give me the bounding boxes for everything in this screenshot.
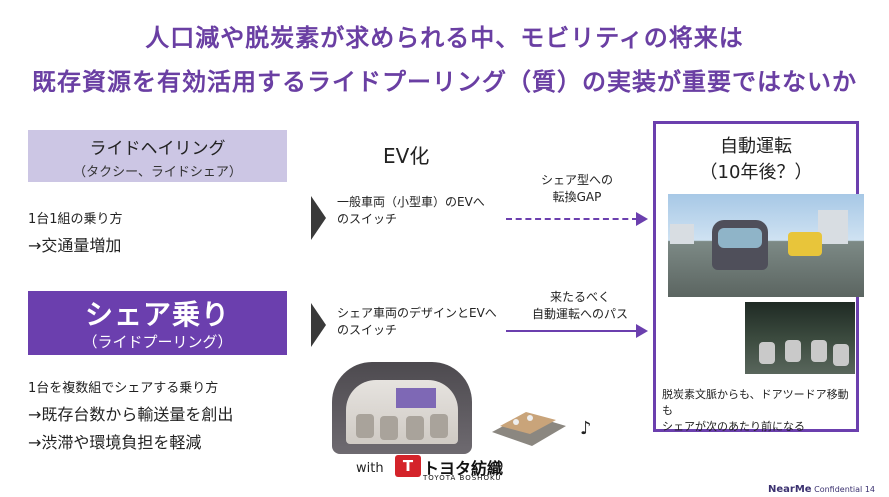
autonomous-caption-line-2: シェアが次のあたり前になる bbox=[662, 420, 805, 433]
share-ev-line-1: シェア車両のデザインとEVへ bbox=[337, 306, 497, 320]
ev-switch-text: 一般車両（小型車）のEVへ のスイッチ bbox=[337, 194, 485, 228]
gap-label-line-2: 転換GAP bbox=[552, 190, 602, 204]
partner-name: トヨタ紡織 bbox=[423, 459, 504, 478]
footer-confidential: Confidential bbox=[814, 485, 863, 494]
autonomous-caption-line-1: 脱炭素文脈からも、ドアツードア移動も bbox=[662, 388, 849, 417]
shared-van-interior-image bbox=[332, 362, 472, 454]
page-number: 14 bbox=[864, 485, 875, 494]
ride-hailing-label: ライドヘイリング bbox=[89, 139, 226, 159]
ev-heading: EV化 bbox=[383, 144, 430, 168]
autonomous-subtitle: （10年後？） bbox=[699, 162, 813, 183]
ride-hailing-effect: →交通量増加 bbox=[28, 236, 122, 255]
footer: NearMe Confidential 14 bbox=[768, 484, 875, 495]
title-line-2: 既存資源を有効活用するライドプーリング（質）の実装が重要ではないか bbox=[32, 68, 857, 96]
path-label-line-1: 来たるべく bbox=[549, 290, 610, 304]
autonomous-caption: 脱炭素文脈からも、ドアツードア移動も シェアが次のあたり前になる bbox=[662, 387, 856, 435]
partner-sub: TOYOTA BOSHOKU bbox=[423, 474, 502, 482]
chevron-right-icon bbox=[311, 196, 326, 240]
solid-arrow bbox=[506, 330, 638, 332]
ev-switch-line-1: 一般車両（小型車）のEVへ bbox=[337, 195, 485, 209]
ride-pooling-label: シェア乗り bbox=[84, 298, 230, 331]
autonomous-title: 自動運転 bbox=[720, 136, 792, 157]
path-label-line-2: 自動運転へのパス bbox=[531, 307, 628, 321]
ride-pooling-sub: （ライドプーリング） bbox=[82, 333, 233, 351]
ride-pooling-note: 1台を複数組でシェアする乗り方 bbox=[28, 381, 219, 396]
with-label: with bbox=[356, 461, 384, 476]
arrow-head-icon bbox=[636, 212, 648, 226]
ride-pooling-effect-1: →既存台数から輸送量を創出 bbox=[28, 405, 234, 424]
autonomous-vehicle-photo bbox=[668, 194, 864, 297]
ev-switch-line-2: のスイッチ bbox=[337, 212, 398, 226]
toyota-boshoku-logo: T bbox=[395, 455, 421, 477]
dashed-arrow bbox=[506, 218, 638, 220]
vehicle-interior-photo bbox=[745, 302, 855, 374]
path-label: 来たるべく 自動運転へのパス bbox=[520, 289, 640, 323]
footer-brand: NearMe bbox=[767, 484, 812, 495]
share-ev-line-2: のスイッチ bbox=[337, 323, 398, 337]
ride-hailing-sub: （タクシー、ライドシェア） bbox=[73, 165, 242, 180]
share-ev-text: シェア車両のデザインとEVへ のスイッチ bbox=[337, 305, 497, 339]
seat-tray-image bbox=[492, 412, 566, 446]
ride-hailing-box: ライドヘイリング （タクシー、ライドシェア） bbox=[28, 130, 287, 182]
title-line-1: 人口減や脱炭素が求められる中、モビリティの将来は bbox=[145, 24, 744, 52]
gap-label-line-1: シェア型への bbox=[540, 173, 613, 187]
gap-label: シェア型への 転換GAP bbox=[532, 172, 622, 206]
music-note-icon: ♪ bbox=[580, 418, 592, 439]
ride-hailing-note: 1台1組の乗り方 bbox=[28, 212, 123, 227]
ride-pooling-effect-2: →渋滞や環境負担を軽減 bbox=[28, 433, 202, 452]
chevron-right-icon bbox=[311, 303, 326, 347]
arrow-head-icon bbox=[636, 324, 648, 338]
ride-pooling-box: シェア乗り （ライドプーリング） bbox=[28, 291, 287, 355]
